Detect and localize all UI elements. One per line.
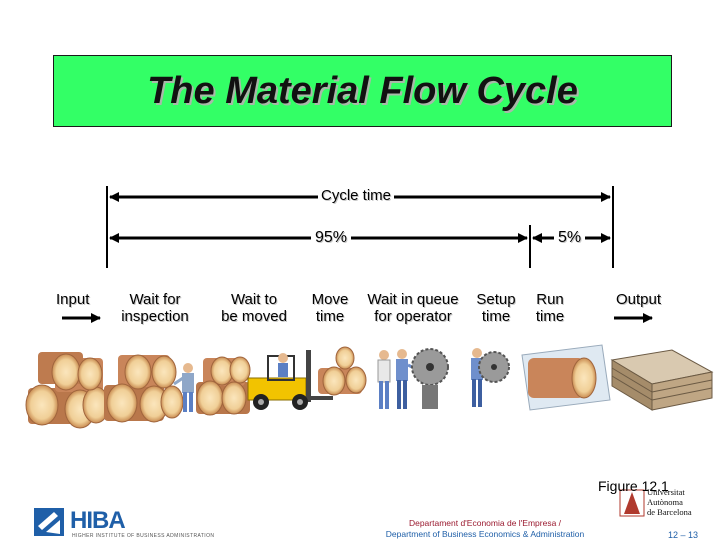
queue-workers-icon [377, 349, 419, 409]
hiba-logo-icon [34, 508, 64, 536]
inspector-worker-icon [173, 363, 194, 412]
cycle-time-label: Cycle time [318, 187, 395, 204]
setup-worker-icon [471, 348, 510, 407]
figure-label: Figure 12.1 [598, 478, 669, 494]
pct-5-label: 5% [554, 229, 586, 247]
footer-department: Departament d'Economia de l'Empresa / De… [385, 518, 585, 539]
log-pile-inspection [104, 354, 184, 423]
saw-blade-icon [411, 348, 449, 409]
log-pile-input [25, 352, 110, 429]
uab-logo-icon [619, 489, 645, 517]
log-pile-move [318, 346, 367, 396]
log-pile-wait-move [196, 356, 251, 416]
lumber-stack-icon [610, 349, 714, 411]
uab-logo-text: Universitat Autònoma de Barcelona [647, 487, 692, 517]
cutting-machine-icon [521, 344, 611, 411]
stage-output: Output [616, 291, 662, 308]
stage-input: Input [56, 291, 90, 308]
forklift-icon [247, 350, 333, 410]
page-number: 12 – 13 [668, 530, 699, 540]
page-title: The Material Flow Cycle [147, 69, 578, 112]
pct-95-label: 95% [311, 229, 352, 247]
hiba-logo-text: HIBA [70, 507, 126, 534]
title-banner: The Material Flow Cycle [53, 55, 672, 127]
hiba-logo-subtitle: HIGHER INSTITUTE OF BUSINESS ADMINISTRAT… [72, 533, 215, 539]
